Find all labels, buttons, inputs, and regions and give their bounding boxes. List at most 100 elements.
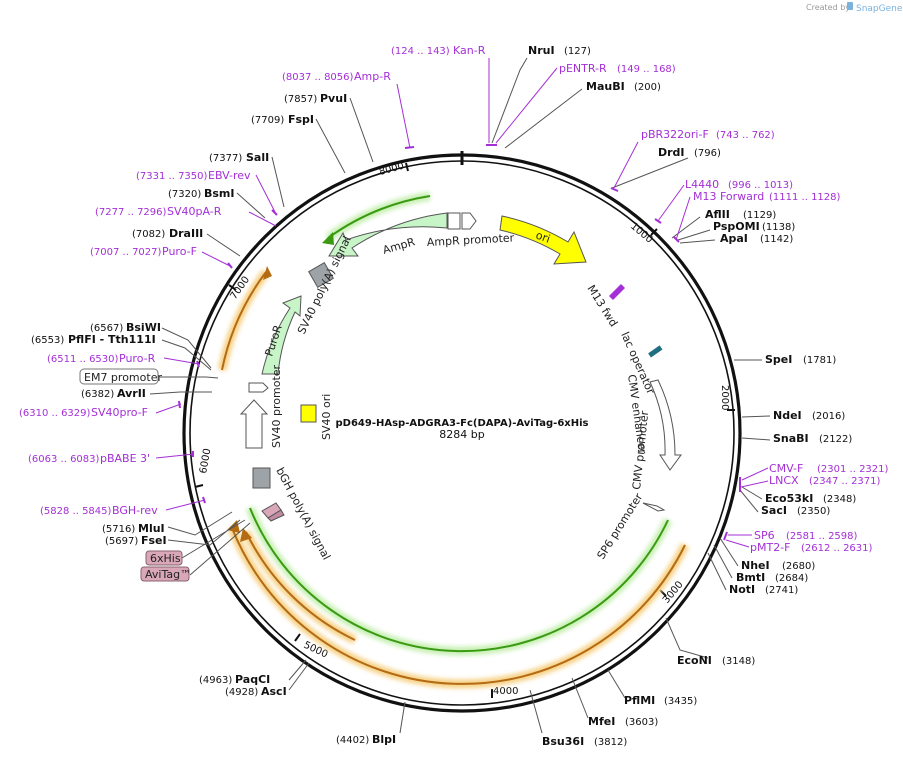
enzyme-fspi: FspI	[288, 113, 314, 126]
primer-puro-f-range: (7007 .. 7027)	[90, 247, 162, 258]
primer-lncx-range: (2347 .. 2371)	[809, 476, 881, 487]
enzyme-pflfi-tth111i: PflFI - Tth111I	[68, 333, 156, 346]
enzyme-eco53ki: Eco53kI	[765, 492, 813, 505]
primer-puro-f: Puro-F	[162, 245, 197, 258]
enzyme-bsiwi-pos: (6567)	[90, 323, 123, 334]
enzyme-spei-pos: (1781)	[803, 355, 836, 366]
tick-label-6000: 6000	[198, 448, 213, 475]
ampr-feature	[328, 212, 448, 257]
top-green-arc-line	[327, 195, 431, 239]
plasmid-size: 8284 bp	[439, 428, 484, 441]
primer-sv40pro-f-range: (6310 .. 6329)	[19, 408, 91, 419]
enzyme-maubi: MauBI	[586, 80, 625, 93]
enzyme-fsei: FseI	[141, 534, 167, 547]
enzyme-asci-pos: (4928)	[225, 687, 258, 698]
snapgene-logo-icon	[847, 2, 853, 10]
enzyme-avrii: AvrII	[117, 387, 146, 400]
primer-l4440: L4440	[685, 178, 719, 191]
enzyme-pspomi-pos: (1138)	[762, 222, 795, 233]
primer-m13-forward: M13 Forward	[693, 190, 764, 203]
primer-kan-r: Kan-R	[453, 44, 486, 57]
enzyme-sali: SalI	[246, 151, 269, 164]
enzyme-snabi-pos: (2122)	[819, 434, 852, 445]
primer-bgh-rev-range: (5828 .. 5845)	[40, 506, 112, 517]
m13-fwd-feature	[609, 284, 625, 300]
enzyme-pflmi-pos: (3435)	[664, 696, 697, 707]
enzyme-mfei-pos: (3603)	[625, 717, 658, 728]
enzyme-noti-pos: (2741)	[765, 585, 798, 596]
primer-pbabe3-range: (6063 .. 6083)	[28, 454, 100, 465]
primer-cmv-f-range: (2301 .. 2321)	[817, 464, 889, 475]
top-green-arc-arrowhead	[322, 232, 334, 245]
ampr-promoter-arrow	[461, 212, 477, 230]
enzyme-bsiwi: BsiWI	[126, 321, 161, 334]
ampr-promoter-label: AmpR promoter	[426, 231, 514, 249]
primer-lncx: LNCX	[769, 474, 799, 487]
primer-pmt2-f-range: (2612 .. 2631)	[801, 543, 873, 554]
tick-label-1000: 1000	[628, 221, 655, 246]
tick-label-8000: 8000	[378, 161, 405, 178]
primer-amp-r-range: (8037 .. 8056)	[282, 72, 354, 83]
tick-label-4000: 4000	[493, 686, 518, 697]
enzyme-drdi-pos: (796)	[694, 148, 721, 159]
ampr-promoter-box	[447, 212, 461, 230]
primer-pbabe3: pBABE 3'	[100, 452, 150, 465]
enzyme-bmti: BmtI	[736, 571, 765, 584]
avitag-label: AviTag™	[145, 568, 191, 581]
enzyme-draiii: DraIII	[169, 227, 203, 240]
enzyme-nhei-pos: (2680)	[782, 561, 815, 572]
credit-prefix: Created by	[806, 3, 850, 12]
enzyme-nhei: NheI	[741, 559, 770, 572]
enzyme-maubi-pos: (200)	[634, 82, 661, 93]
enzyme-fspi-pos: (7709)	[251, 115, 284, 126]
primer-pentr-r-range: (149 .. 168)	[617, 64, 676, 75]
enzyme-nrui-pos: (127)	[564, 46, 591, 57]
insert-arcs	[227, 506, 690, 689]
primer-puro-r-range: (6511 .. 6530)	[47, 354, 119, 365]
primer-labels: (124 .. 143) Kan-R pENTR-R (149 .. 168) …	[19, 44, 889, 554]
primer-kan-r-range: (124 .. 143)	[391, 46, 450, 57]
ori-label: ori	[534, 229, 552, 246]
primer-ebv-rev-range: (7331 .. 7350)	[136, 171, 208, 182]
enzyme-eco53ki-pos: (2348)	[823, 494, 856, 505]
ampr-label: AmpR	[381, 235, 417, 257]
enzyme-econi-pos: (3148)	[722, 656, 755, 667]
puror-feature	[261, 295, 302, 375]
credit-brand: SnapGene	[856, 4, 903, 14]
enzyme-pspomi: PspOMI	[713, 220, 760, 233]
primer-sp6-range: (2581 .. 2598)	[786, 531, 858, 542]
enzyme-avrii-pos: (6382)	[81, 389, 114, 400]
callout-lines	[149, 57, 771, 734]
enzyme-mlui-pos: (5716)	[102, 524, 135, 535]
enzyme-bsu36i-pos: (3812)	[594, 737, 627, 748]
tick-marks	[194, 162, 735, 698]
sv40-ori-feature	[300, 404, 317, 423]
bgh-polya-feature	[252, 467, 271, 489]
enzyme-draiii-pos: (7082)	[132, 229, 165, 240]
primer-l4440-range: (996 .. 1013)	[728, 180, 793, 191]
em7-promoter-arrow	[248, 382, 269, 393]
enzyme-pvui: PvuI	[320, 92, 347, 105]
his-tag-box	[145, 550, 183, 566]
cmv-enhancer-feature	[649, 379, 682, 471]
sv40-promoter-feature	[239, 399, 269, 449]
avitag-box	[140, 566, 190, 582]
primer-bgh-rev: BGH-rev	[112, 504, 158, 517]
enzyme-snabi: SnaBI	[773, 432, 809, 445]
enzyme-bsu36i: Bsu36I	[542, 735, 584, 748]
plasmid-name: pD649-HAsp-ADGRA3-Fc(DAPA)-AviTag-6xHis	[336, 418, 589, 429]
enzyme-pflmi: PflMI	[624, 694, 655, 707]
primer-pbr322ori-f: pBR322ori-F	[641, 128, 709, 141]
left-orf-arrowhead	[263, 266, 272, 280]
primer-sv40pa-r-range: (7277 .. 7296)	[95, 207, 167, 218]
enzyme-ndei: NdeI	[773, 409, 802, 422]
enzyme-asci: AscI	[261, 685, 287, 698]
enzyme-nrui: NruI	[528, 44, 555, 57]
enzyme-apai-pos: (1142)	[760, 234, 793, 245]
sv40-polya-feature	[308, 262, 334, 288]
primer-amp-r: Amp-R	[354, 70, 391, 83]
enzyme-drdi: DrdI	[658, 146, 685, 159]
lac-operator-feature	[648, 345, 663, 358]
enzyme-labels: NruI (127) MauBI (200) DrdI (796) AflII …	[31, 44, 856, 748]
